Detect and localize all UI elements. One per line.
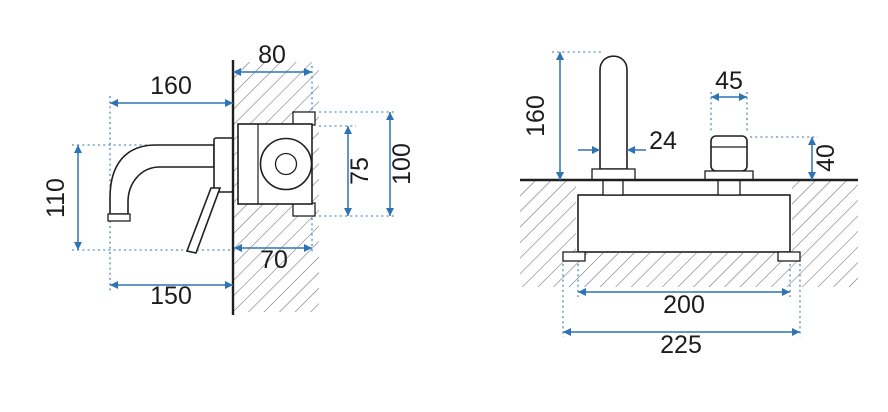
dimensions-right: 160 24 45 40 200 225 (522, 52, 840, 359)
concealed-valve-body (237, 111, 316, 217)
cartridge-circle-inner (274, 152, 298, 176)
spout-aerator (107, 213, 131, 222)
dim-label-40: 40 (812, 144, 840, 172)
under-deck-body (562, 179, 801, 262)
handle-lever (185, 187, 222, 254)
handle-stem (717, 179, 741, 196)
handle-knob (710, 135, 748, 172)
dim-label-24: 24 (649, 127, 677, 155)
mounting-tab-top (292, 111, 316, 126)
dim-label-45: 45 (715, 67, 743, 95)
dimensions-left: 160 80 110 75 100 70 150 (42, 41, 416, 310)
dim-label-160: 160 (150, 72, 192, 100)
mixer-base-body (577, 194, 791, 253)
dim-label-110: 110 (42, 178, 70, 218)
wall-mounted-view: 160 80 110 75 100 70 150 (42, 41, 416, 315)
dim-label-160-right: 160 (522, 95, 550, 137)
wall-escutcheon (213, 137, 234, 193)
curved-spout (109, 144, 215, 215)
tall-spout-column (599, 55, 628, 170)
dim-label-150: 150 (150, 282, 192, 310)
dim-label-70: 70 (260, 246, 288, 274)
handle-base-flange (704, 170, 754, 181)
base-foot-right (777, 251, 801, 262)
dim-label-100: 100 (388, 143, 416, 185)
spout-base-flange (591, 168, 636, 181)
wall-spout-and-handle (107, 137, 234, 254)
base-foot-left (562, 251, 586, 262)
construction-lines-left (72, 66, 397, 292)
mounting-tab-bottom (292, 202, 316, 217)
dim-label-75: 75 (346, 157, 374, 185)
spout-stem (602, 179, 624, 196)
dim-label-225: 225 (660, 331, 702, 359)
dim-label-200: 200 (663, 291, 705, 319)
above-deck-parts (591, 55, 754, 181)
dim-label-80: 80 (258, 41, 286, 69)
deck-mounted-view: 160 24 45 40 200 225 (520, 51, 858, 359)
